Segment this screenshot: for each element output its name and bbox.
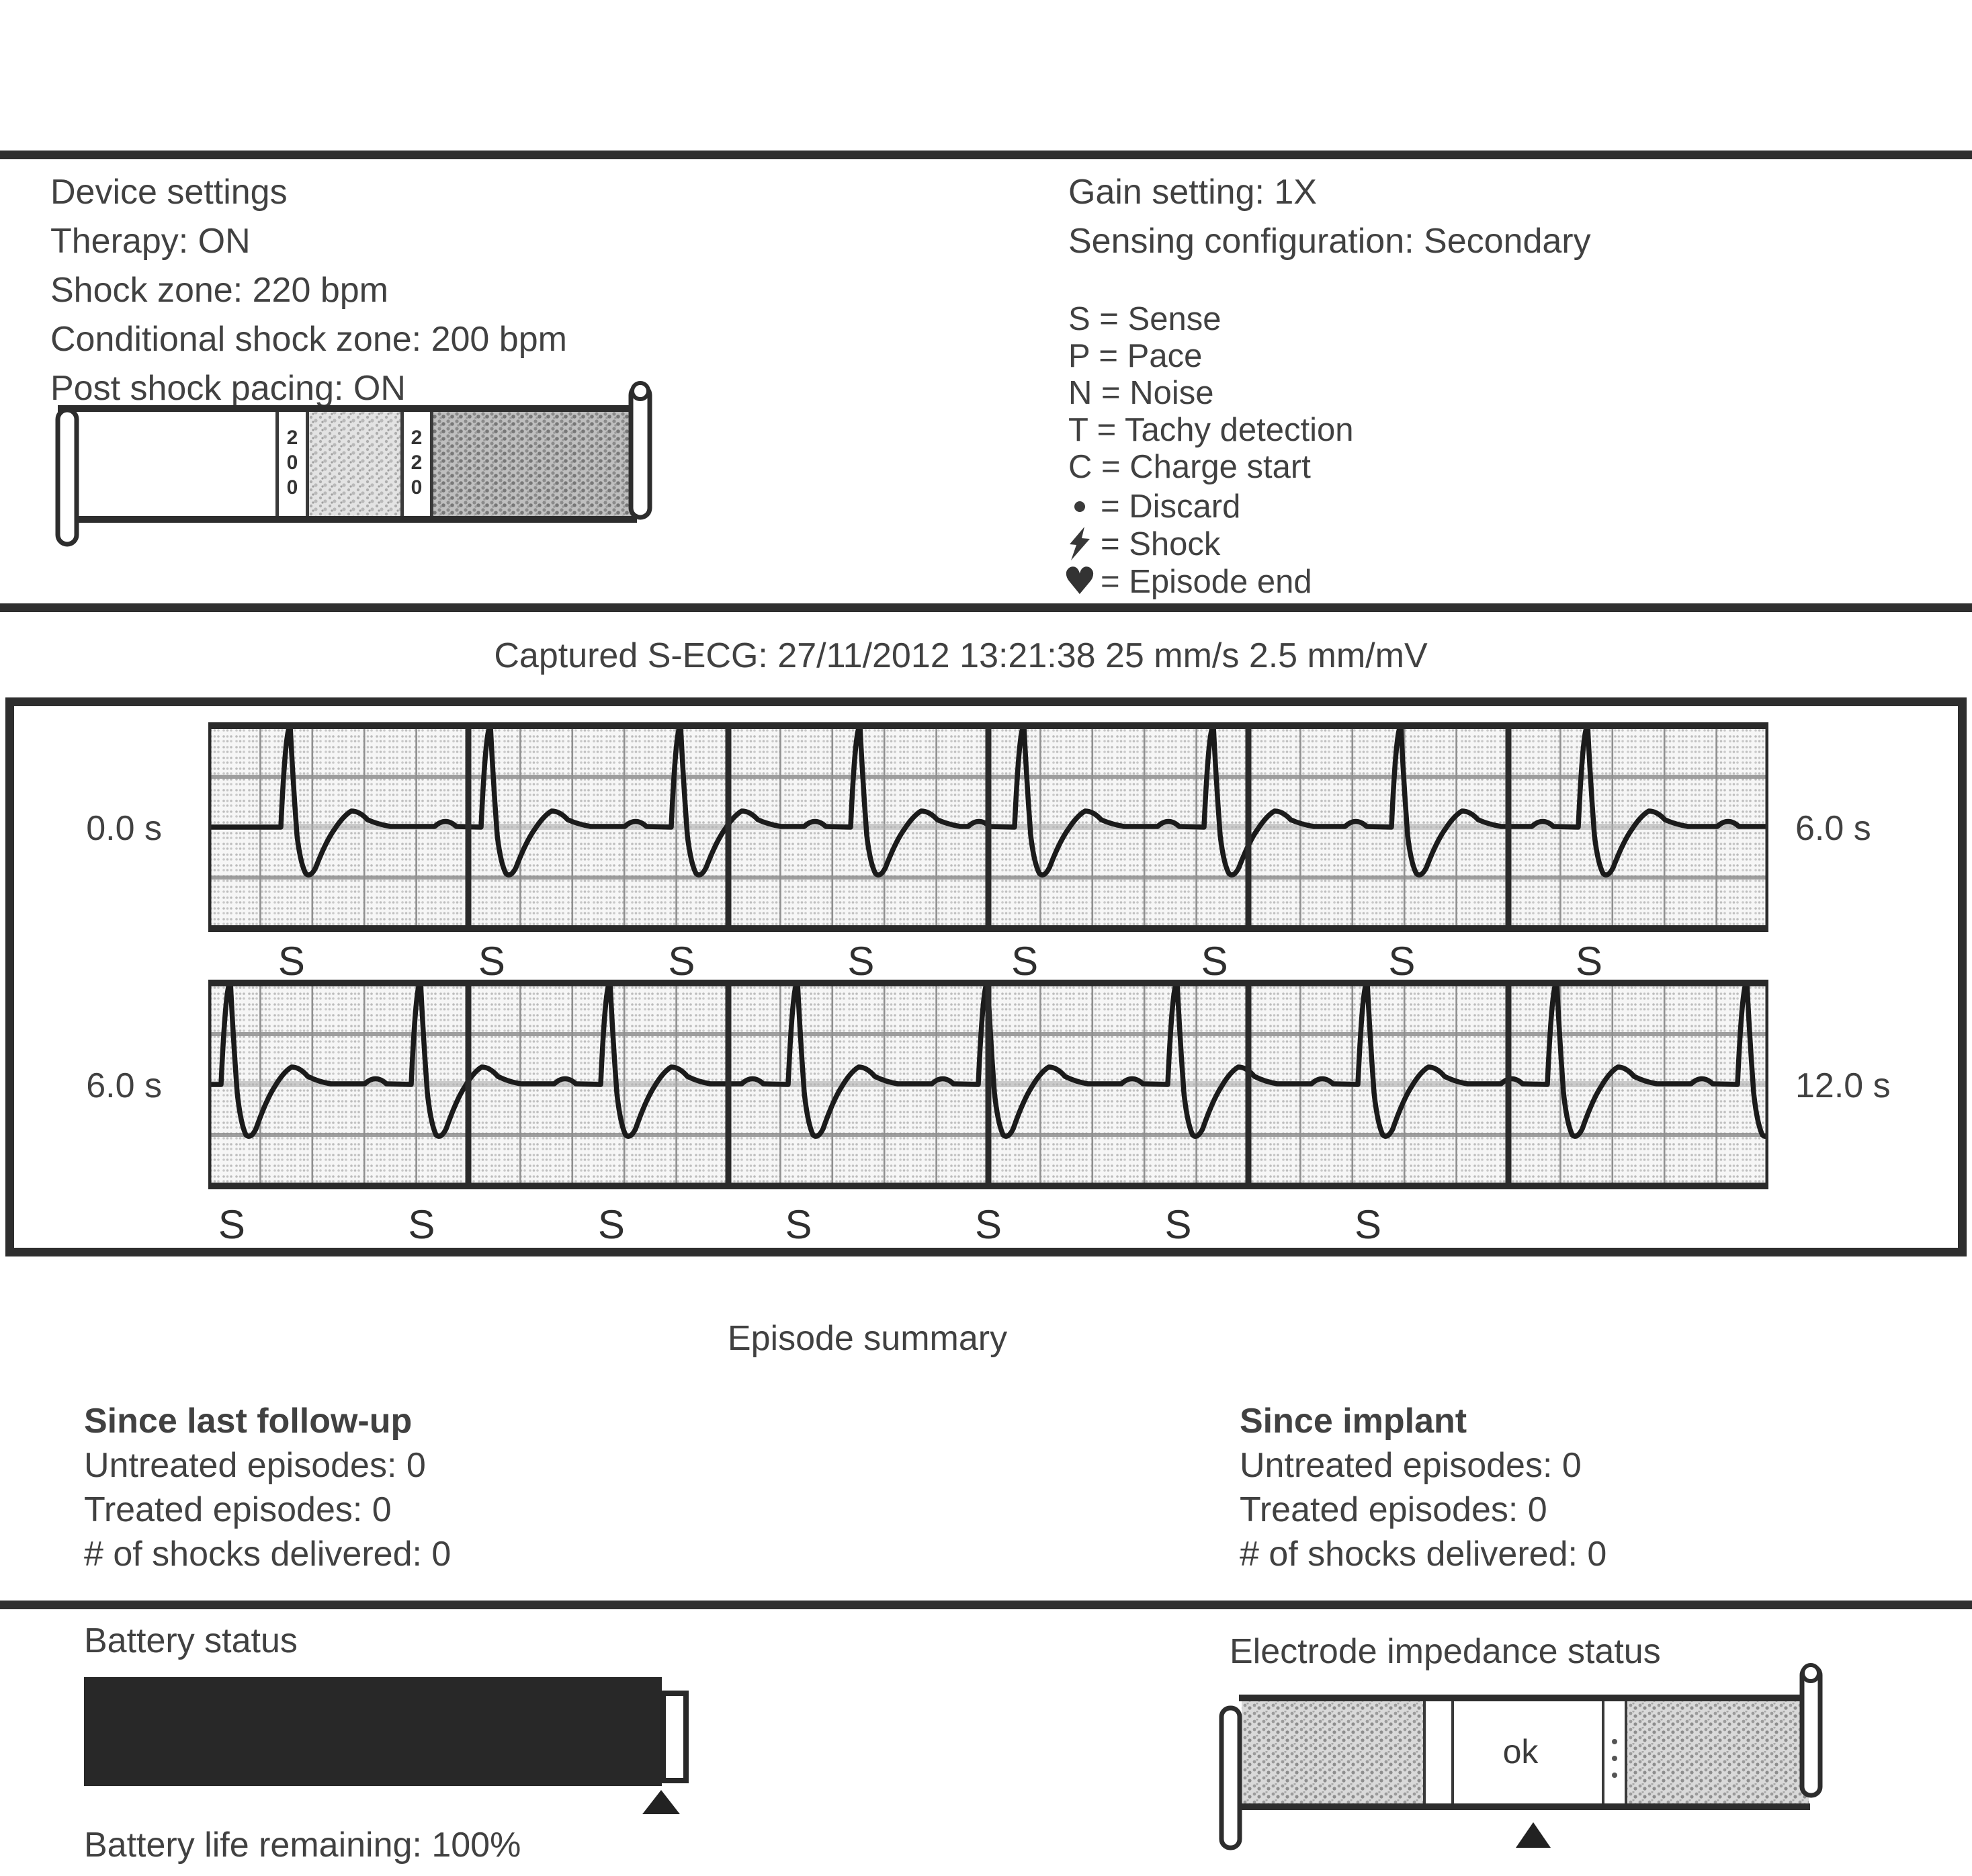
marker-legend-text: S = Sense P = Pace N = Noise T = Tachy d… (1068, 301, 1354, 486)
battery-life-caption: Battery life remaining: 100% (84, 1826, 521, 1865)
strip1-start-time: 0.0 s (86, 809, 162, 848)
strip2-end-time: 12.0 s (1795, 1066, 1891, 1105)
zone-section-dividers (275, 412, 433, 516)
gain-setting-line: Gain setting: 1X (1068, 173, 1317, 212)
impedance-bar-left-pin (1219, 1705, 1242, 1850)
device-settings-block: Device settings Therapy: ON Shock zone: … (50, 168, 567, 413)
svg-text:0: 0 (411, 476, 423, 499)
svg-text:0: 0 (287, 476, 298, 499)
zone-bar-pin-loop (630, 381, 650, 401)
sense-marker: S (1575, 939, 1602, 984)
strip2-start-time: 6.0 s (86, 1066, 162, 1105)
electrode-impedance-graphic: ok (1219, 1663, 1823, 1850)
since-last-followup-heading: Since last follow-up (84, 1402, 413, 1441)
sense-marker: S (974, 1202, 1002, 1247)
untreated-episodes-line: Untreated episodes: 0 (84, 1446, 426, 1485)
battery-status-heading: Battery status (84, 1621, 298, 1660)
therapy-line: Therapy: ON (50, 222, 251, 261)
legend-charge-start: C = Charge start (1068, 449, 1311, 485)
legend-discard-label: = Discard (1101, 488, 1241, 525)
sense-marker: S (847, 939, 875, 984)
treated-episodes-line: Treated episodes: 0 (84, 1490, 392, 1529)
sense-marker: S (785, 1202, 812, 1247)
shocks-delivered-line: # of shocks delivered: 0 (1240, 1535, 1607, 1574)
battery-level-marker (642, 1790, 680, 1814)
shock-bolt-icon (1059, 527, 1101, 562)
shocks-delivered-line: # of shocks delivered: 0 (84, 1535, 452, 1574)
sense-marker: S (1011, 939, 1039, 984)
since-implant-heading: Since implant (1240, 1402, 1467, 1441)
impedance-status-label: ok (1503, 1733, 1539, 1771)
sensing-config-line: Sensing configuration: Secondary (1068, 222, 1591, 261)
sense-marker: S (277, 939, 305, 984)
impedance-bar-right-pin (1799, 1664, 1823, 1798)
legend-shock-label: = Shock (1101, 525, 1221, 562)
discard-dot-icon (1059, 501, 1101, 512)
impedance-status-marker (1516, 1822, 1551, 1848)
sense-marker: S (668, 939, 695, 984)
sense-marker: S (1164, 1202, 1192, 1247)
zone-bar-left-pin (55, 407, 79, 547)
legend-discard-row: = Discard (1059, 488, 1312, 525)
captured-secg-panel: 0.0 s 6.0 s S S S S S S S S 6.0 s 12.0 s S S S S S S… (5, 697, 1967, 1256)
since-last-followup-column: Since last follow-up Untreated episodes:… (84, 1399, 451, 1576)
battery-level-bar (84, 1677, 662, 1786)
shock-zone-line: Shock zone: 220 bpm (50, 271, 388, 310)
untreated-episodes-line: Untreated episodes: 0 (1240, 1446, 1582, 1485)
sense-marker: S (478, 939, 505, 984)
impedance-section-dividers (1423, 1701, 1627, 1803)
electrode-impedance-heading: Electrode impedance status (1230, 1632, 1661, 1671)
sense-marker: S (408, 1202, 435, 1247)
legend-pace: P = Pace (1068, 338, 1203, 374)
divider-battery (0, 1601, 1972, 1609)
since-implant-column: Since implant Untreated episodes: 0 Trea… (1240, 1399, 1606, 1576)
sense-marker: S (1201, 939, 1228, 984)
sense-marker: S (218, 1202, 245, 1247)
zone-bar-right-pin (628, 383, 652, 520)
episode-end-heart-icon (1059, 563, 1101, 601)
post-shock-pacing-line: Post shock pacing: ON (50, 369, 406, 408)
svg-text:2: 2 (287, 427, 298, 449)
impedance-divider-marks (1612, 1739, 1617, 1778)
sense-marker: S (1355, 1202, 1382, 1247)
legend-shock-row: = Shock (1059, 525, 1312, 563)
battery-bar-tip (660, 1691, 689, 1783)
svg-text:2: 2 (411, 452, 423, 474)
legend-tachy-detection: T = Tachy detection (1068, 412, 1354, 448)
zone-boundary-200-label: 2 00 (287, 427, 298, 499)
treated-episodes-line: Treated episodes: 0 (1240, 1490, 1547, 1529)
strip1-end-time: 6.0 s (1795, 809, 1871, 848)
ecg-strip-1 (208, 722, 1768, 932)
impedance-pin-loop (1801, 1663, 1821, 1683)
ecg-title: Captured S-ECG: 27/11/2012 13:21:38 25 m… (494, 636, 1428, 675)
sense-marker: S (1388, 939, 1416, 984)
ecg-strip-2 (208, 980, 1768, 1189)
episode-summary-heading: Episode summary (727, 1319, 1008, 1358)
marker-legend-icons: = Discard = Shock = Episode end (1059, 488, 1312, 601)
legend-episode-end-label: = Episode end (1101, 563, 1312, 600)
shock-zone-bar-graphic: 200 220 (55, 381, 652, 547)
sense-marker: S (597, 1202, 625, 1247)
legend-sense: S = Sense (1068, 301, 1221, 337)
divider-top (0, 151, 1972, 159)
legend-noise: N = Noise (1068, 375, 1214, 411)
conditional-shock-zone-line: Conditional shock zone: 200 bpm (50, 320, 567, 359)
device-settings-heading: Device settings (50, 173, 288, 212)
sensing-settings-block: Gain setting: 1X Sensing configuration: … (1068, 168, 1591, 266)
divider-ecg (0, 603, 1972, 612)
zone-boundary-220-label: 220 (411, 427, 423, 499)
svg-text:2: 2 (411, 427, 423, 449)
svg-text:0: 0 (287, 452, 298, 474)
legend-episode-end-row: = Episode end (1059, 563, 1312, 601)
